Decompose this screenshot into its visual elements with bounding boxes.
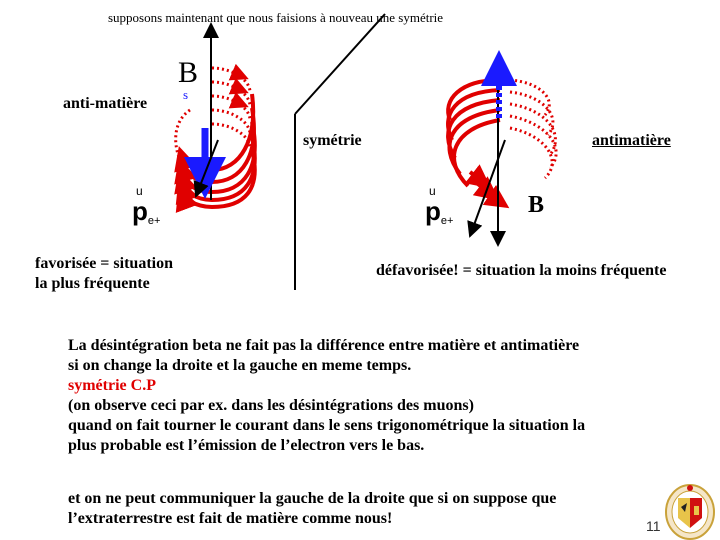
left-field-label: B: [178, 56, 199, 89]
para-line-5: quand on fait tourner le courant dans le…: [68, 417, 586, 434]
right-coil: [446, 78, 558, 209]
closing-paragraph: et on ne peut communiquer la gauche de l…: [68, 489, 668, 529]
para-line-2: si on change la droite et la gauche en m…: [68, 357, 412, 374]
pe-left-label: u pe+: [132, 184, 161, 228]
favored-caption: favorisée = situation la plus fréquente: [35, 254, 173, 294]
para-line-1: La désintégration beta ne fait pas la di…: [68, 337, 580, 354]
right-coil-dotted-front: [509, 78, 558, 180]
last-line-1: et on ne peut communiquer la gauche de l…: [68, 490, 557, 507]
antimatter-label: antimatière: [592, 132, 671, 149]
cp-symmetry-heading: symétrie C.P: [68, 377, 156, 394]
pe-right-hat: u: [429, 184, 436, 198]
pe-right-letter: p: [425, 196, 441, 226]
spin-label: s: [183, 87, 189, 102]
para-line-4: (on observe ceci par ex. dans les désint…: [68, 397, 474, 414]
page-number: 11: [646, 518, 661, 534]
anti-matter-label: anti-matière: [63, 95, 148, 112]
pe-right-label: u pe+: [425, 184, 454, 228]
mirror-line: [294, 13, 386, 290]
favored-line-1: favorisée = situation: [35, 255, 173, 272]
explanation-paragraph: La désintégration beta ne fait pas la di…: [68, 336, 708, 456]
last-line-2: l’extraterrestre est fait de matière com…: [68, 510, 393, 527]
pe-left-letter: p: [132, 196, 148, 226]
pe-right-subscript: e+: [440, 215, 454, 228]
favored-line-2: la plus fréquente: [35, 275, 150, 292]
pe-left-hat: u: [136, 184, 143, 198]
para-line-6: plus probable est l’émission de l’electr…: [68, 437, 425, 454]
left-momentum-arrow: [193, 139, 219, 198]
right-momentum-arrow: [467, 139, 506, 238]
university-seal-logo: [665, 484, 715, 540]
pe-left-subscript: e+: [147, 215, 161, 228]
top-caption: supposons maintenant que nous faisions à…: [108, 10, 444, 25]
left-coil-small-arrows: [228, 63, 249, 109]
disfavored-caption: défavorisée! = situation la moins fréque…: [376, 262, 667, 279]
right-field-label: B: [528, 192, 545, 218]
right-coil-solid-back: [446, 78, 501, 188]
symmetry-label: symétrie: [303, 132, 362, 149]
